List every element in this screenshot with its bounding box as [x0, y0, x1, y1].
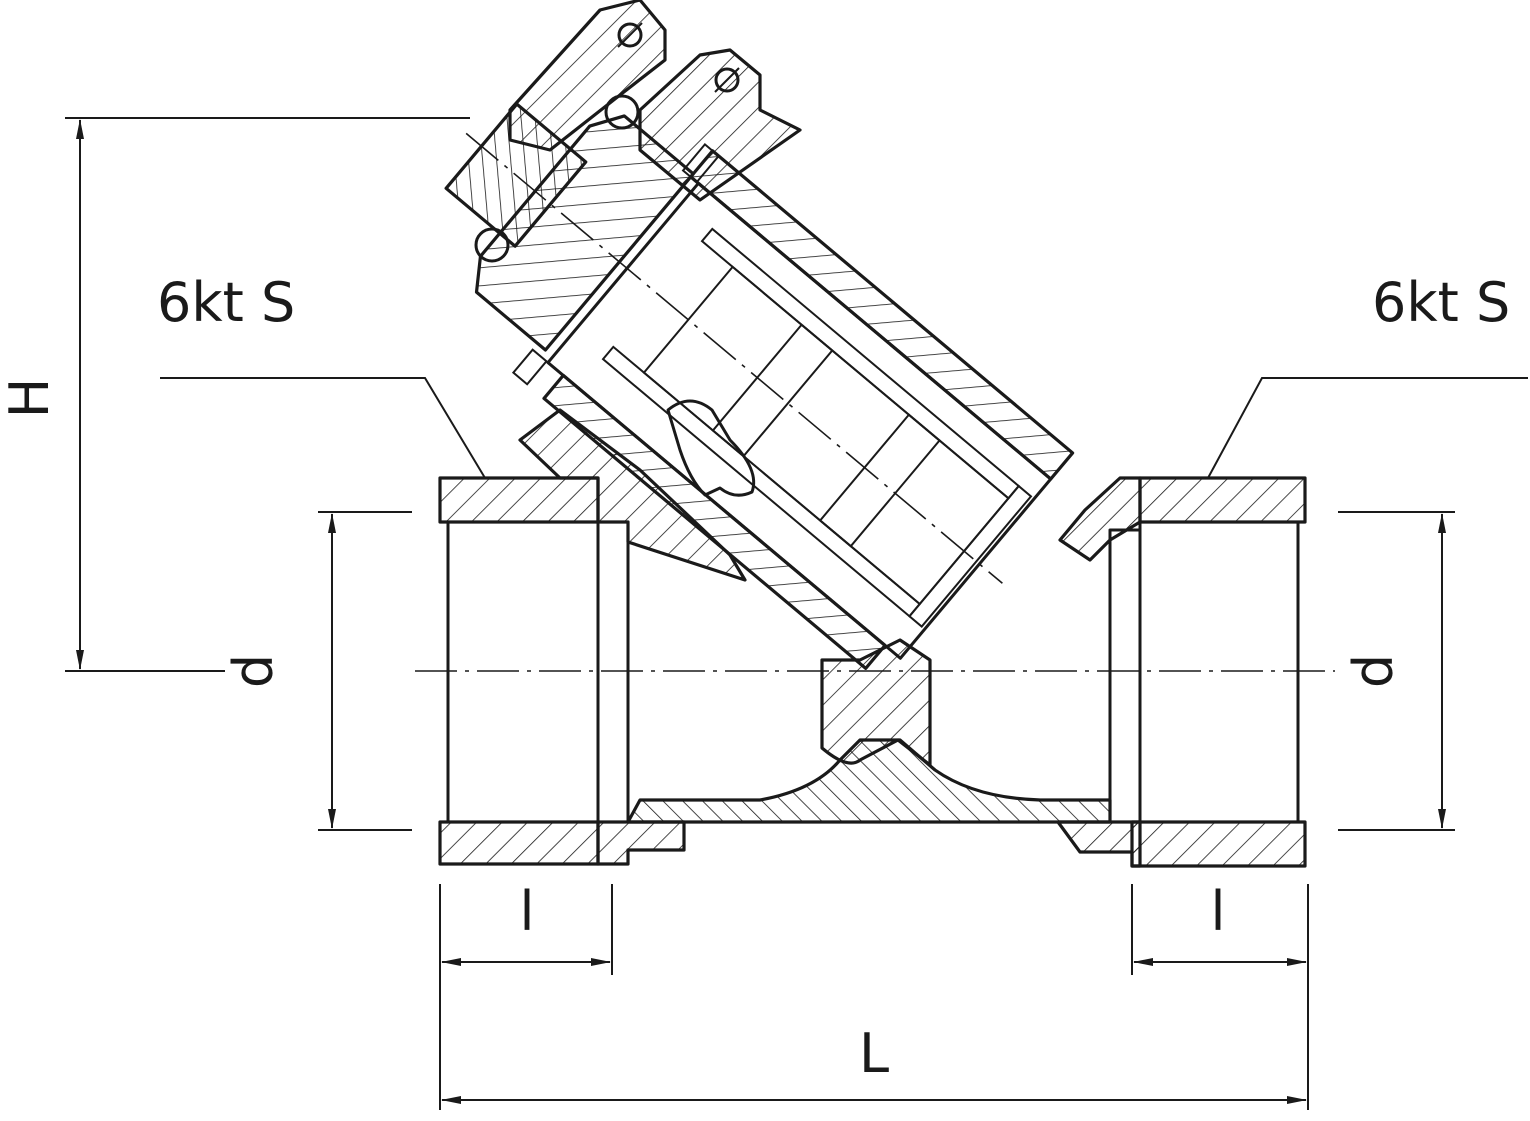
- diameter-right-label: d: [1342, 654, 1405, 688]
- left-end-top-wall: [438, 476, 600, 524]
- height-label: H: [0, 378, 61, 419]
- screen-core-gap-2: [818, 413, 941, 548]
- left-bore-step: [596, 520, 630, 824]
- left-end-bore: [446, 520, 600, 824]
- o-ring-right-icon: [474, 227, 510, 263]
- dim-length: L: [441, 1022, 1307, 1104]
- seat-partition: [820, 638, 932, 767]
- hex-callout-left: 6kt S: [157, 271, 486, 479]
- dim-height: H: [0, 117, 470, 672]
- dim-thread-left: l: [439, 880, 613, 1110]
- plug-pin-2-icon: [714, 67, 740, 93]
- hex-left-label: 6kt S: [157, 271, 295, 334]
- right-end-bore: [1138, 520, 1300, 824]
- upper-right-wall: [1058, 476, 1142, 562]
- o-ring-left-icon: [604, 94, 640, 130]
- thread-left-label: l: [519, 880, 534, 943]
- diameter-left-label: d: [222, 654, 285, 688]
- branch-cavity: [546, 181, 1053, 660]
- drain-plug-right: [474, 48, 802, 263]
- screen-top-mesh: [700, 227, 1021, 500]
- right-end-top-wall: [1138, 476, 1307, 524]
- hex-right-label: 6kt S: [1372, 271, 1510, 334]
- dim-diameter-right: d: [1338, 511, 1455, 831]
- length-label: L: [859, 1022, 889, 1085]
- plug-pin-icon: [617, 22, 643, 48]
- thread-right-label: l: [1210, 880, 1225, 943]
- left-lower-wall: [596, 820, 686, 866]
- dim-diameter-left: d: [222, 511, 412, 831]
- mesh-insert-icon: [666, 399, 756, 497]
- dim-thread-right: l: [1131, 880, 1309, 1110]
- hex-callout-right: 6kt S: [1207, 271, 1528, 479]
- left-end-bottom-wall: [438, 820, 600, 866]
- seal-lower: [511, 348, 548, 386]
- drain-plug-left: [508, 0, 667, 152]
- right-bore-step: [1108, 528, 1142, 824]
- right-lower-wall: [1056, 820, 1142, 868]
- branch-housing-top: [689, 149, 1075, 481]
- right-end-bottom-wall: [1130, 820, 1307, 868]
